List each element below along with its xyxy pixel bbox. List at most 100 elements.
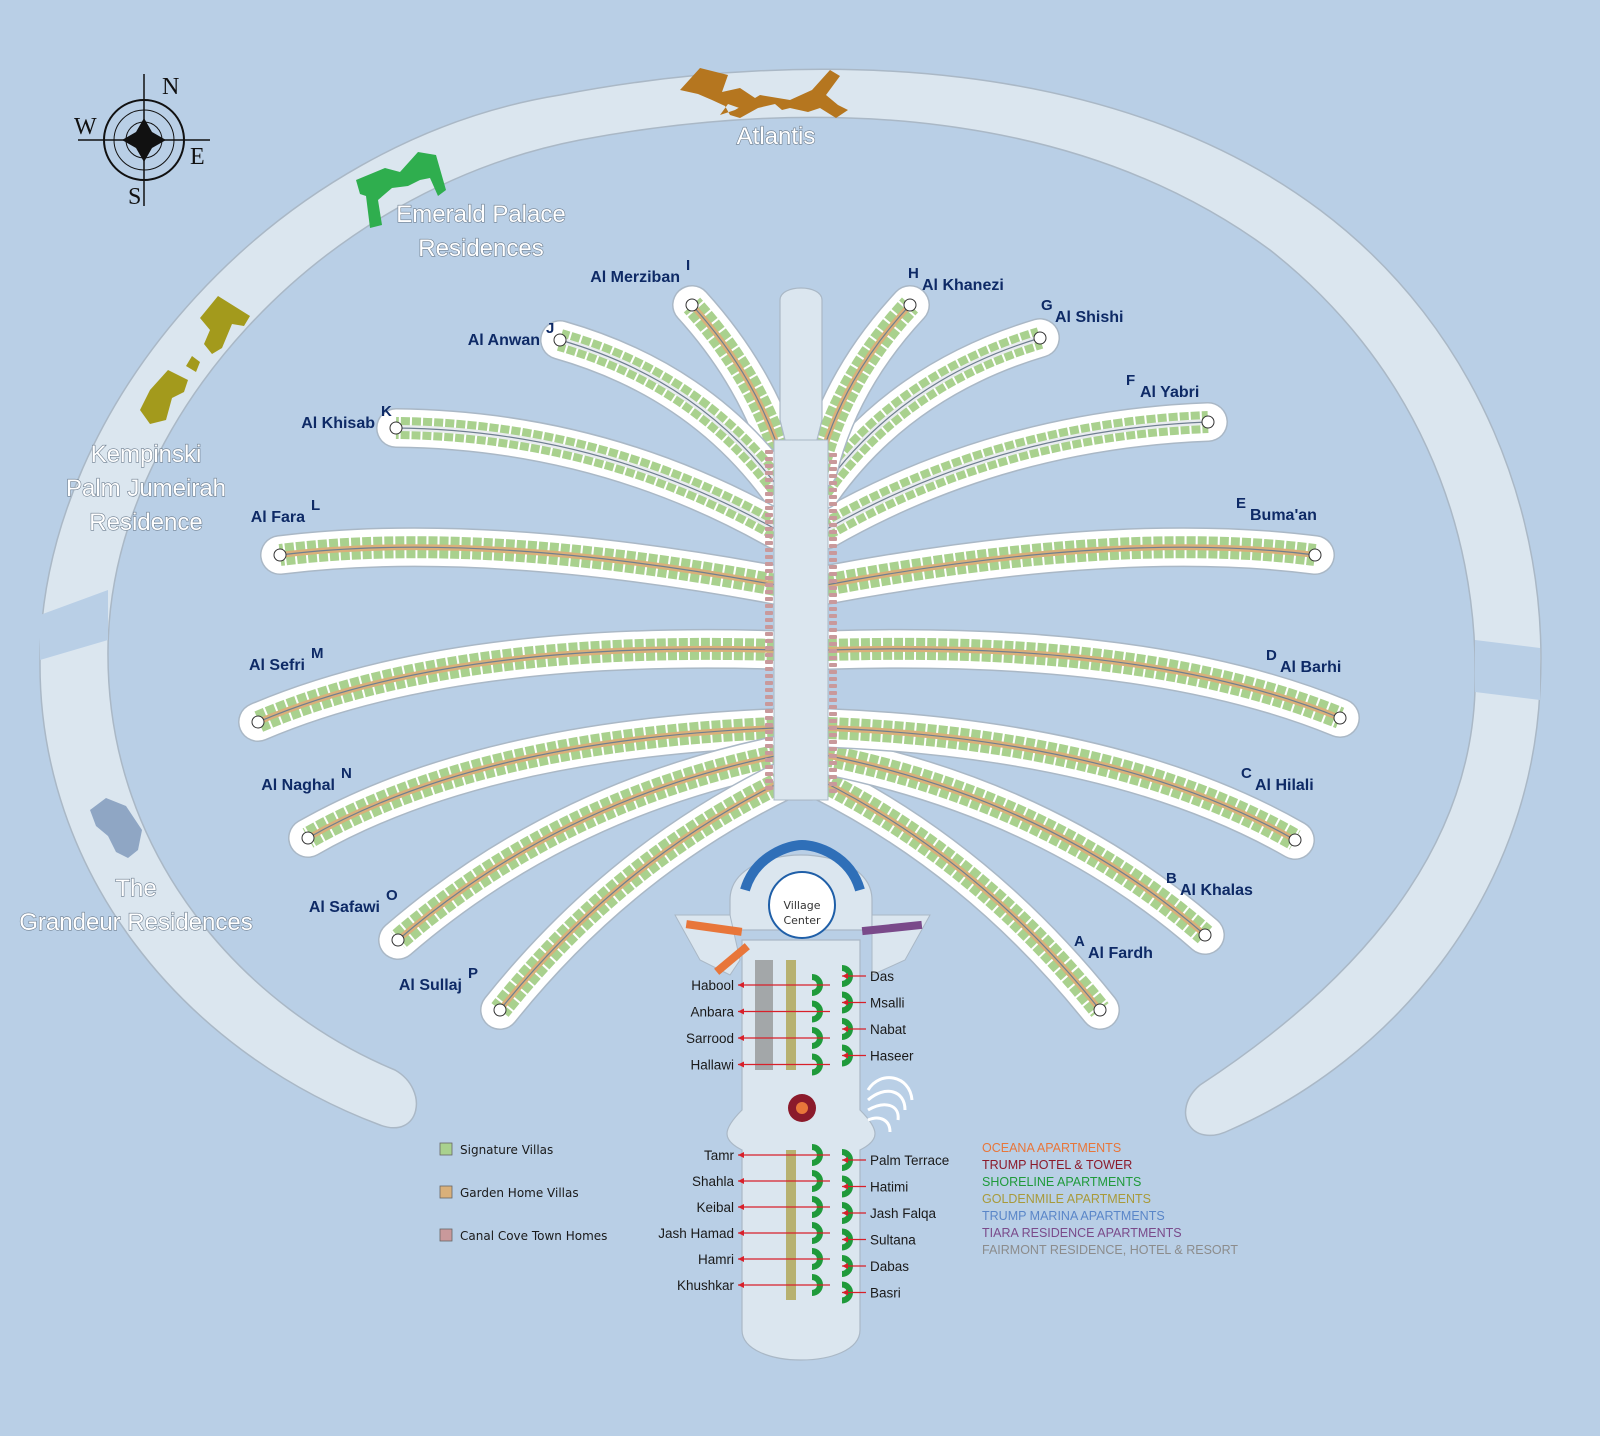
trunk-label: Sarrood xyxy=(686,1031,734,1046)
townhome xyxy=(765,688,773,692)
townhome xyxy=(829,544,837,548)
townhome xyxy=(829,775,837,779)
crescent-gap-west xyxy=(40,590,108,660)
atlantis-building xyxy=(680,68,848,118)
townhome xyxy=(829,789,837,793)
trunk-labels: HaboolAnbaraSarroodHallawiDasMsalliNabat… xyxy=(658,969,949,1301)
townhome xyxy=(829,537,837,541)
townhome xyxy=(829,628,837,632)
townhome xyxy=(829,474,837,478)
townhome xyxy=(765,478,773,482)
trunk-label: Habool xyxy=(691,978,734,993)
frond-name-n: Al Naghal xyxy=(261,777,335,794)
frond-name-a: Al Fardh xyxy=(1088,945,1153,962)
townhome xyxy=(765,457,773,461)
townhome xyxy=(765,625,773,629)
frond-letter-o: O xyxy=(386,887,398,904)
frond-name-f: Al Yabri xyxy=(1140,384,1199,401)
frond-f xyxy=(805,402,1228,550)
frond-a xyxy=(800,760,1120,1030)
townhome xyxy=(829,565,837,569)
legend-label: Canal Cove Town Homes xyxy=(460,1229,607,1243)
trunk-label: Tamr xyxy=(704,1148,735,1163)
frond-c xyxy=(808,708,1315,860)
frond-name-d: Al Barhi xyxy=(1280,659,1341,676)
frond-letter-b: B xyxy=(1166,870,1177,887)
townhome xyxy=(765,674,773,678)
townhome xyxy=(765,492,773,496)
townhome xyxy=(829,670,837,674)
legend-label: Signature Villas xyxy=(460,1143,553,1157)
frond-name-l: Al Fara xyxy=(251,509,305,526)
apartment-label: GOLDENMILE APARTMENTS xyxy=(982,1192,1151,1206)
legend-label: Garden Home Villas xyxy=(460,1186,579,1200)
townhome xyxy=(829,642,837,646)
townhome xyxy=(829,572,837,576)
townhome xyxy=(765,695,773,699)
frond-letter-h: H xyxy=(908,265,919,282)
townhome xyxy=(765,583,773,587)
emerald-palace-building xyxy=(356,152,446,228)
trunk-label: Basri xyxy=(870,1286,901,1301)
grandeur-label-2: Grandeur Residences xyxy=(19,909,252,936)
townhome xyxy=(829,677,837,681)
trunk-label: Shahla xyxy=(692,1174,735,1189)
townhome xyxy=(765,541,773,545)
frond-o xyxy=(378,735,800,960)
townhome xyxy=(765,450,773,454)
townhome xyxy=(829,621,837,625)
trunk-label: Msalli xyxy=(870,996,905,1011)
trunk-label: Jash Hamad xyxy=(658,1226,734,1241)
townhome xyxy=(765,723,773,727)
atlantis-label: Atlantis xyxy=(737,123,816,150)
trunk-label: Hamri xyxy=(698,1252,734,1267)
townhome xyxy=(765,611,773,615)
palm-trunk: Village Center xyxy=(674,287,931,1361)
frond-letter-e: E xyxy=(1236,495,1246,512)
townhome xyxy=(765,471,773,475)
crescent xyxy=(39,68,1542,1137)
trunk-label: Haseer xyxy=(870,1049,914,1064)
frond-letter-m: M xyxy=(311,645,324,662)
village-center-line-2: Center xyxy=(783,914,821,927)
townhome xyxy=(829,747,837,751)
trunk-label: Hallawi xyxy=(690,1058,734,1073)
frond-name-h: Al Khanezi xyxy=(922,277,1004,294)
townhome xyxy=(829,635,837,639)
townhome xyxy=(829,509,837,513)
townhome xyxy=(829,551,837,555)
frond-name-m: Al Sefri xyxy=(249,657,305,674)
tiara-building xyxy=(861,920,923,936)
townhome xyxy=(765,569,773,573)
legend-swatch xyxy=(439,1142,453,1156)
trunk-label: Palm Terrace xyxy=(870,1153,949,1168)
trunk-label: Anbara xyxy=(690,1005,734,1020)
townhome xyxy=(765,639,773,643)
frond-name-k: Al Khisab xyxy=(301,415,375,432)
frond-name-c: Al Hilali xyxy=(1255,777,1314,794)
frond-letter-i: I xyxy=(686,257,690,274)
grandeur-label-1: The xyxy=(115,875,156,902)
frond-k xyxy=(376,408,797,550)
townhome xyxy=(829,523,837,527)
grandeur-building xyxy=(90,798,142,858)
townhome xyxy=(829,705,837,709)
compass-east: E xyxy=(190,144,205,170)
frond-g xyxy=(802,318,1060,510)
townhome xyxy=(765,709,773,713)
townhome xyxy=(829,495,837,499)
townhome xyxy=(829,502,837,506)
legend-swatch xyxy=(439,1185,453,1199)
frond-letter-a: A xyxy=(1074,933,1085,950)
townhome xyxy=(765,597,773,601)
apartment-label: TIARA RESIDENCE APARTMENTS xyxy=(982,1226,1182,1240)
trunk-label: Dabas xyxy=(870,1259,909,1274)
emerald-palace-label-1: Emerald Palace xyxy=(396,201,565,228)
townhome xyxy=(829,719,837,723)
townhome xyxy=(829,684,837,688)
townhome xyxy=(765,499,773,503)
townhome xyxy=(829,691,837,695)
townhome xyxy=(829,754,837,758)
